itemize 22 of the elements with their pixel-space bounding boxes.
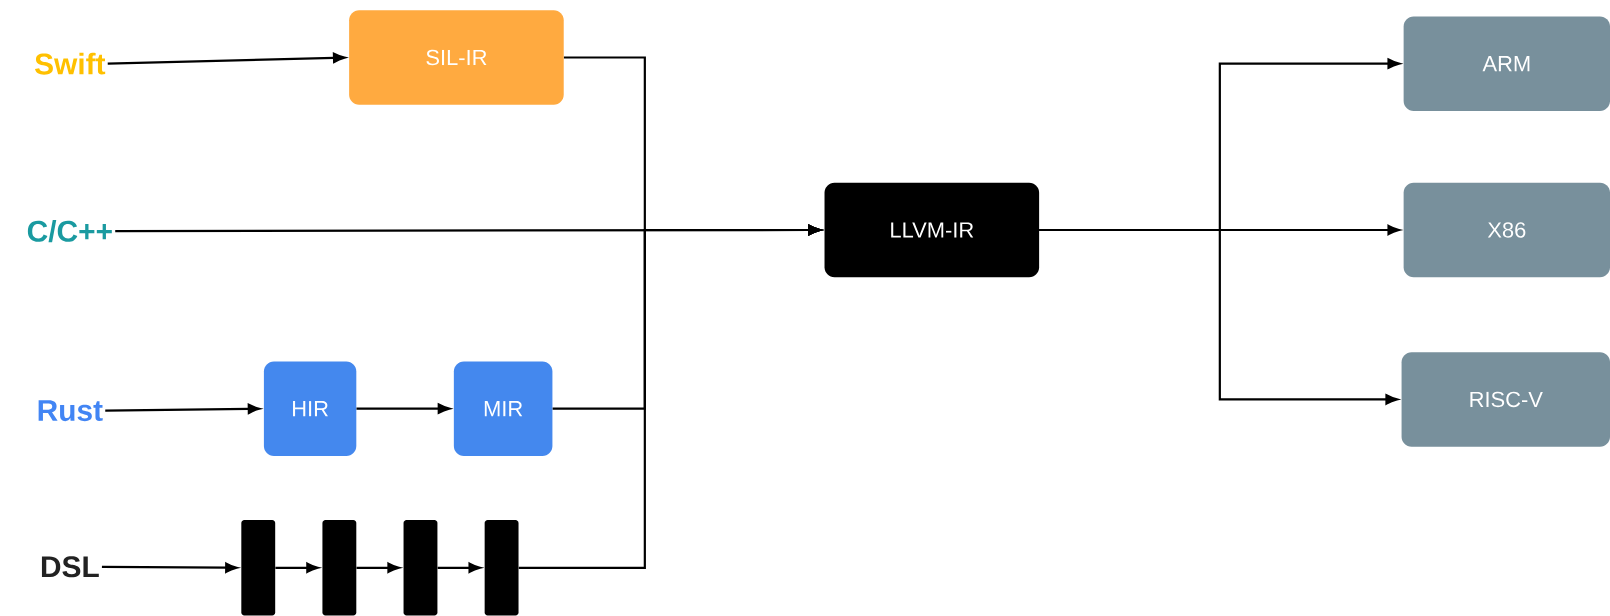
language-label: DSL <box>41 556 99 578</box>
ir-box: SIL-IR <box>349 10 564 105</box>
stage-bar <box>241 520 276 616</box>
ir-box: ARM <box>1403 16 1610 111</box>
ir-box: HIR <box>263 361 357 456</box>
arrow <box>101 562 238 573</box>
arrow <box>105 403 261 415</box>
arrow <box>437 562 482 573</box>
stage-bar <box>403 520 438 616</box>
ir-box: RISC-V <box>1401 352 1610 447</box>
stage-bar <box>322 520 357 616</box>
language-label: Swift <box>35 52 106 75</box>
language-label: C/C++ <box>27 219 112 243</box>
ir-box: MIR <box>453 361 553 456</box>
language-label: Rust <box>38 400 103 422</box>
arrow <box>518 224 821 569</box>
arrow <box>275 562 319 573</box>
stage-bar <box>484 520 519 616</box>
arrow <box>356 403 451 414</box>
arrow <box>356 562 400 573</box>
ir-box: LLVM-IR <box>824 182 1040 278</box>
ir-box: X86 <box>1403 182 1610 278</box>
